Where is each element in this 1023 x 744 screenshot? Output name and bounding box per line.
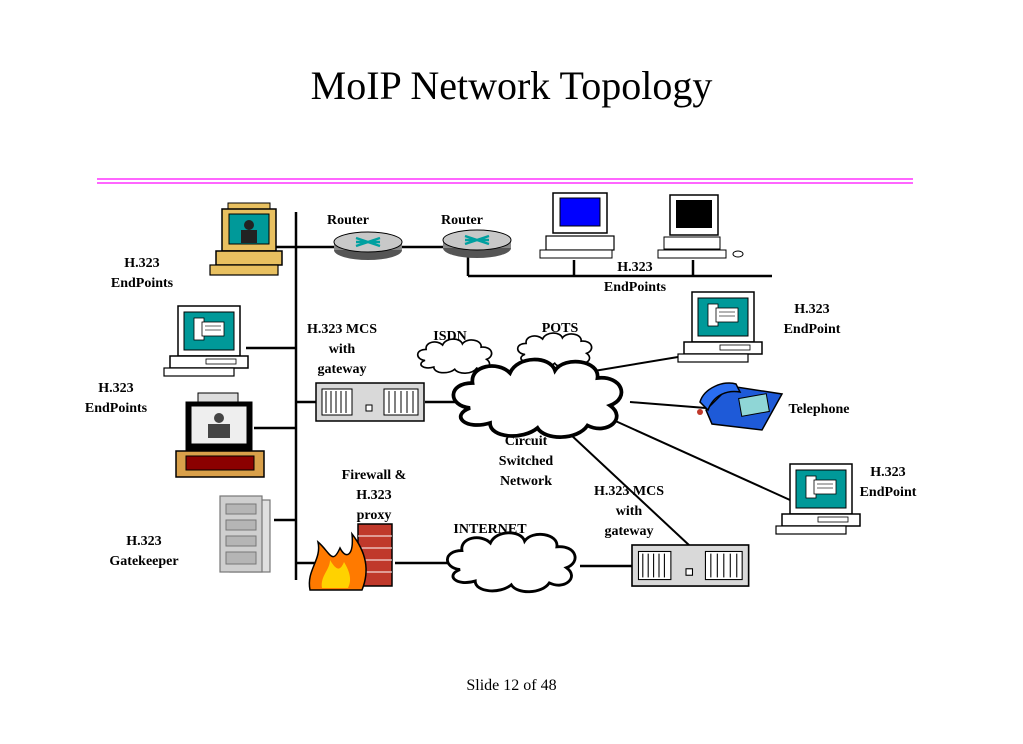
pc-icon xyxy=(677,291,763,363)
cloud-icon xyxy=(445,531,577,594)
mcs-gateway-icon xyxy=(631,544,750,587)
label-endpoints-mid-left: H.323 EndPoints xyxy=(84,381,148,416)
telephone-icon xyxy=(697,382,784,431)
label-pots: POTS xyxy=(541,321,579,336)
label-circuit-switched: Circuit Switched Network xyxy=(498,434,554,489)
label-endpoint-right-1: H.323 EndPoint xyxy=(783,302,841,337)
mcs-gateway-icon xyxy=(315,382,425,422)
pc-icon xyxy=(163,305,249,377)
pc-icon xyxy=(539,192,615,259)
server-tower-icon xyxy=(219,495,271,573)
label-telephone: Telephone xyxy=(788,402,850,417)
label-endpoints-top-left: H.323 EndPoints xyxy=(110,256,174,291)
video-pc-icon xyxy=(209,202,283,276)
slide-title: MoIP Network Topology xyxy=(310,63,713,108)
label-endpoint-right-2: H.323 EndPoint xyxy=(859,465,917,500)
router-icon xyxy=(441,228,513,260)
label-internet: INTERNET xyxy=(453,522,527,537)
cloud-icon xyxy=(451,357,624,439)
label-gatekeeper: H.323 Gatekeeper xyxy=(109,534,179,569)
label-router-1: Router xyxy=(327,213,369,228)
label-endpoints-top-right: H.323 EndPoints xyxy=(603,260,667,295)
slide-footer: Slide 12 of 48 xyxy=(466,677,557,694)
firewall-icon xyxy=(308,523,393,591)
label-mcs-gateway-2: H.323 MCS with gateway xyxy=(594,484,664,539)
videoconf-monitor-icon xyxy=(175,392,265,478)
label-firewall: Firewall & H.323 proxy xyxy=(341,468,407,523)
pc-icon xyxy=(657,194,744,259)
label-mcs-gateway-1: H.323 MCS with gateway xyxy=(307,322,377,377)
label-router-2: Router xyxy=(441,213,483,228)
label-isdn: ISDN xyxy=(433,329,467,344)
router-icon xyxy=(332,230,404,262)
